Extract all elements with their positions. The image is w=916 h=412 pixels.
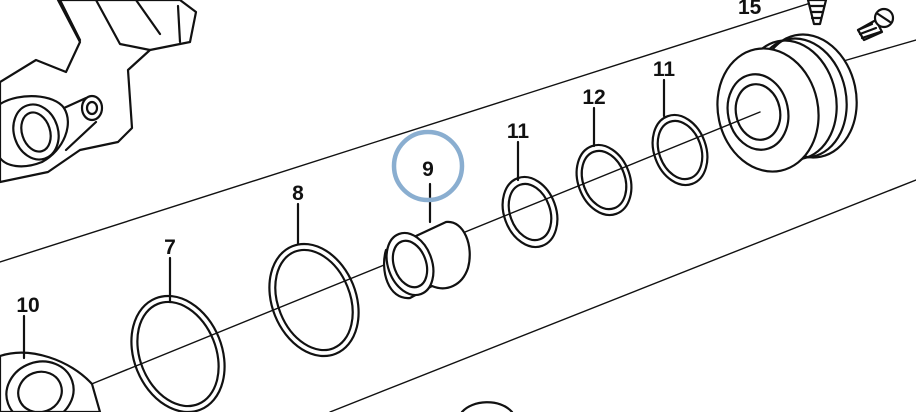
bottom-partial-part — [460, 401, 514, 412]
bolt-icon — [856, 7, 895, 42]
seal-ring-11-right — [651, 113, 709, 187]
label-part-15: 15 — [738, 0, 762, 19]
label-part-10: 10 — [16, 294, 39, 317]
label-part-7: 7 — [164, 236, 176, 259]
seal-ring-12 — [575, 143, 633, 217]
seal-ring-7 — [130, 294, 226, 412]
label-part-8: 8 — [292, 182, 304, 205]
label-part-9: 9 — [422, 158, 434, 181]
leader-lines — [22, 78, 666, 360]
label-part-11-left: 11 — [507, 120, 530, 143]
seal-ring-11-left — [501, 175, 559, 249]
end-cap-10 — [0, 351, 102, 412]
highlight-circle — [391, 129, 465, 203]
label-part-11-right: 11 — [653, 58, 676, 81]
wrench-tip-icon — [806, 0, 828, 26]
seal-ring-8 — [268, 242, 360, 358]
cylinder-head-icon — [0, 0, 198, 184]
piston-icon — [716, 33, 858, 173]
bushing-9 — [382, 220, 471, 300]
label-part-12: 12 — [582, 86, 605, 109]
